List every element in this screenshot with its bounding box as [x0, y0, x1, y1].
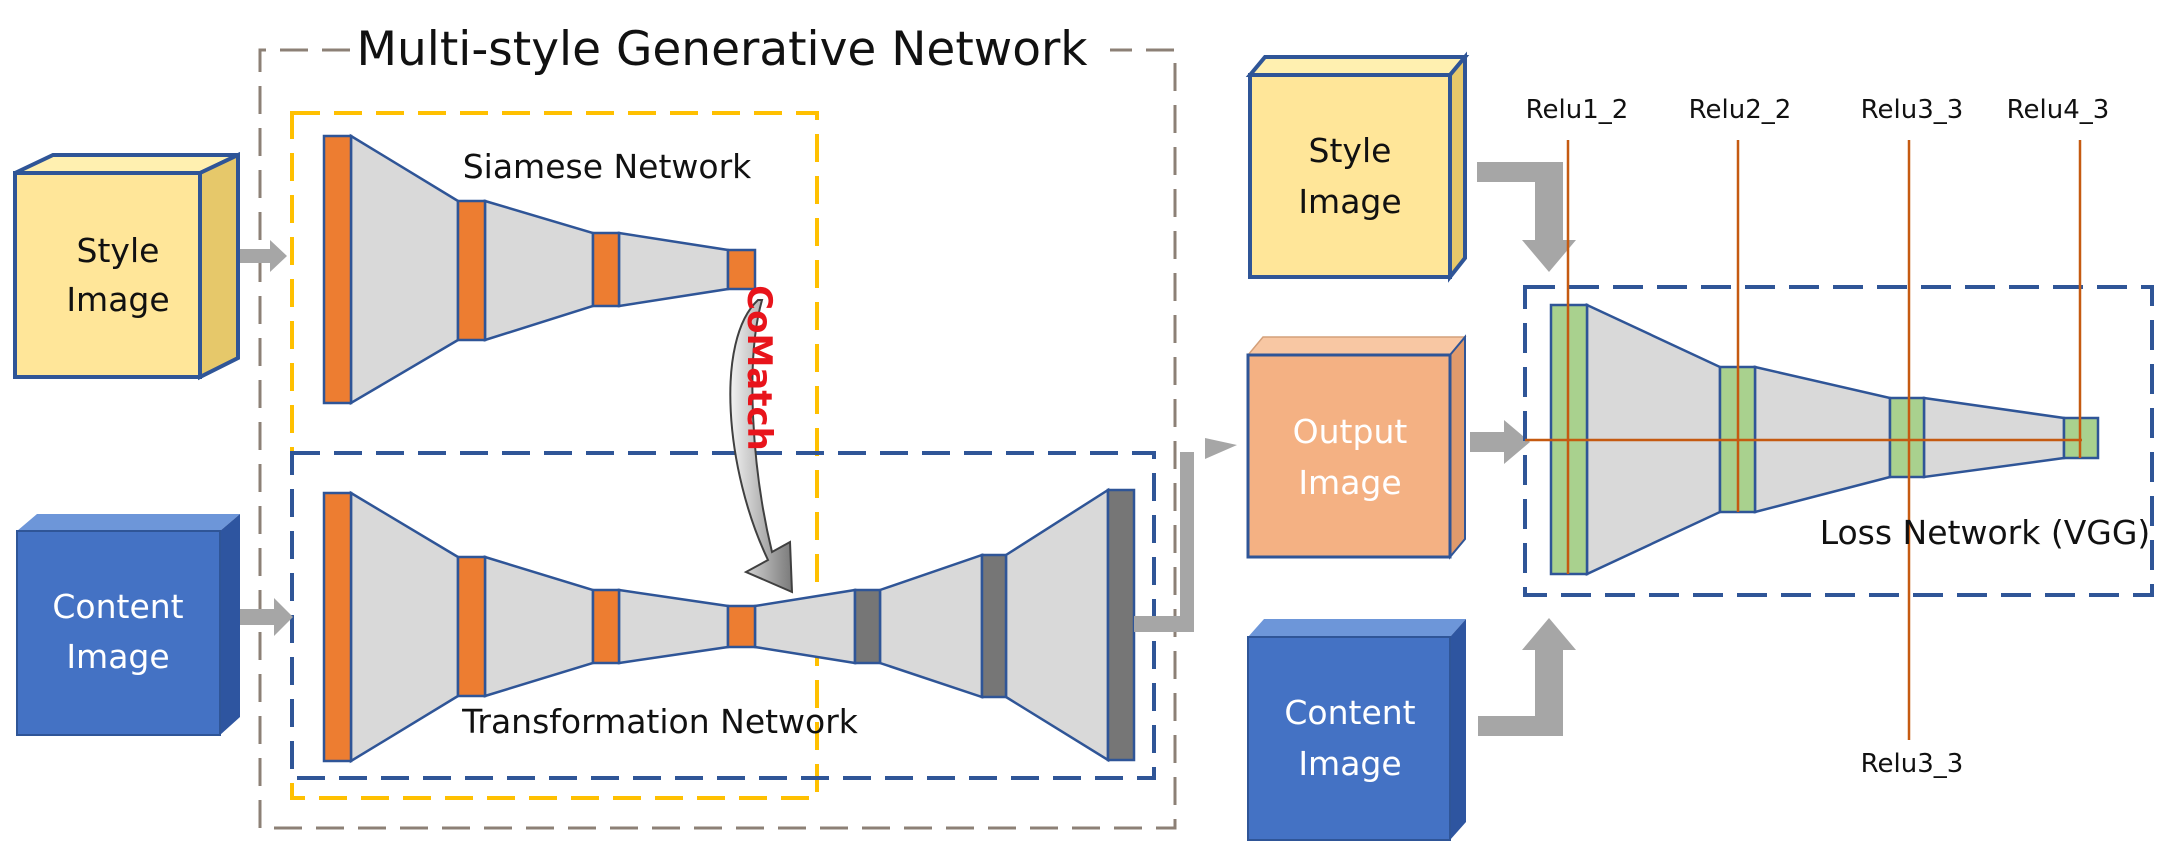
generative-network-frame	[258, 48, 1177, 830]
style-image-right-line1: Style	[1309, 131, 1392, 170]
relu3-3-bottom-label: Relu3_3	[1861, 749, 1964, 779]
style-image-cube-left: Style Image	[13, 151, 240, 381]
style-image-cube-right: Style Image	[1245, 51, 1470, 283]
style-image-line1: Style	[77, 231, 160, 270]
style-image-right-line2: Image	[1298, 182, 1401, 221]
generative-network-title: Multi-style Generative Network	[356, 22, 1088, 77]
content-image-line1: Content	[52, 587, 183, 626]
siamese-network-label: Siamese Network	[463, 147, 752, 186]
comatch-arrow	[729, 299, 794, 594]
transform-layer-6	[980, 553, 1008, 699]
transform-layer-2	[456, 555, 487, 698]
transformation-frame	[290, 451, 1156, 780]
content-input-arrow	[240, 598, 293, 636]
output-to-loss-arrow	[1470, 420, 1530, 464]
transformation-network	[322, 487, 1136, 764]
relu3-3-label: Relu3_3	[1861, 95, 1964, 125]
output-image-line2: Image	[1298, 463, 1401, 502]
siamese-layer-1	[322, 134, 353, 405]
content-image-cube-right: Content Image	[1247, 619, 1466, 841]
transform-layer-1	[322, 491, 353, 763]
vgg-layer-3	[1888, 396, 1926, 479]
style-image-line2: Image	[66, 280, 169, 319]
loss-network-label: Loss Network (VGG)	[1820, 513, 2151, 552]
relu-lines	[1525, 140, 2082, 740]
transformation-network-label: Transformation Network	[461, 702, 859, 741]
content-image-cube-left: Content Image	[16, 514, 240, 736]
output-image-line1: Output	[1293, 412, 1408, 451]
relu2-2-label: Relu2_2	[1689, 95, 1792, 125]
transform-layer-3	[591, 588, 621, 665]
content-to-loss-arrow	[1478, 618, 1576, 736]
content-image-right-line1: Content	[1284, 693, 1415, 732]
transform-layer-5	[853, 588, 882, 665]
comatch-label: CoMatch	[739, 285, 779, 451]
style-to-loss-arrow	[1477, 162, 1576, 272]
relu1-2-label: Relu1_2	[1526, 95, 1629, 125]
output-arrow	[1134, 438, 1237, 632]
content-image-right-line2: Image	[1298, 744, 1401, 783]
transform-layer-4	[726, 604, 757, 649]
transform-layer-7	[1106, 488, 1136, 762]
relu4-3-label: Relu4_3	[2007, 95, 2110, 125]
content-image-line2: Image	[66, 637, 169, 676]
output-image-cube: Output Image	[1246, 334, 1467, 560]
siamese-layer-3	[591, 231, 621, 308]
siamese-network	[322, 133, 757, 406]
style-input-arrow	[240, 240, 287, 272]
siamese-layer-4	[726, 248, 757, 291]
siamese-layer-2	[456, 199, 487, 342]
